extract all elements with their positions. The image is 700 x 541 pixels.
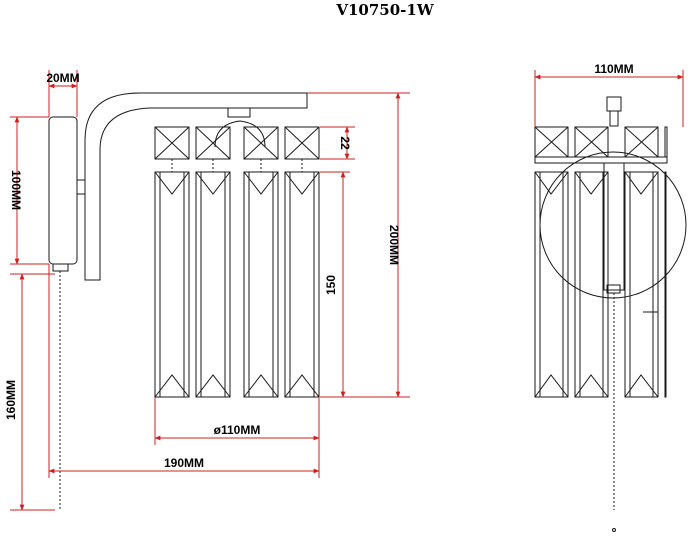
chain-bead xyxy=(612,528,616,532)
side-dimension-labels: 20MM 100MM 160MM 22 150 200MM ø110MM 190… xyxy=(4,71,401,470)
front-crystal-caps xyxy=(534,126,668,158)
label-base-depth: 20MM xyxy=(46,71,79,85)
bulb-cup xyxy=(214,120,266,148)
crystal-prisms xyxy=(154,171,320,398)
label-projection: 190MM xyxy=(164,456,204,470)
side-view xyxy=(48,92,320,510)
arm-mount xyxy=(76,179,86,195)
label-chain-length: 160MM xyxy=(4,380,18,420)
crystal-links xyxy=(171,159,303,172)
front-socket-cap xyxy=(606,96,622,112)
pull-switch-housing xyxy=(52,263,69,272)
wall-plate xyxy=(48,116,78,265)
label-base-height: 100MM xyxy=(9,170,23,210)
front-socket-stem xyxy=(609,110,619,127)
label-crystal-top: 22 xyxy=(338,136,352,150)
drawing-title: V10750-1W xyxy=(335,1,434,19)
label-diameter: ø110MM xyxy=(214,423,261,437)
front-crystal-prisms xyxy=(534,171,667,398)
front-switch-housing xyxy=(606,284,621,294)
side-dimensions xyxy=(10,70,410,511)
socket-cap xyxy=(227,107,251,118)
label-crystal-body: 150 xyxy=(324,275,338,295)
center-stem xyxy=(603,162,625,291)
front-dimensions xyxy=(534,70,684,127)
crystal-caps xyxy=(154,126,320,160)
curved-arm xyxy=(84,92,308,281)
round-wall-plate xyxy=(539,151,687,299)
front-view xyxy=(534,96,687,532)
label-total-height: 200MM xyxy=(387,225,401,265)
label-front-width: 110MM xyxy=(594,62,633,76)
